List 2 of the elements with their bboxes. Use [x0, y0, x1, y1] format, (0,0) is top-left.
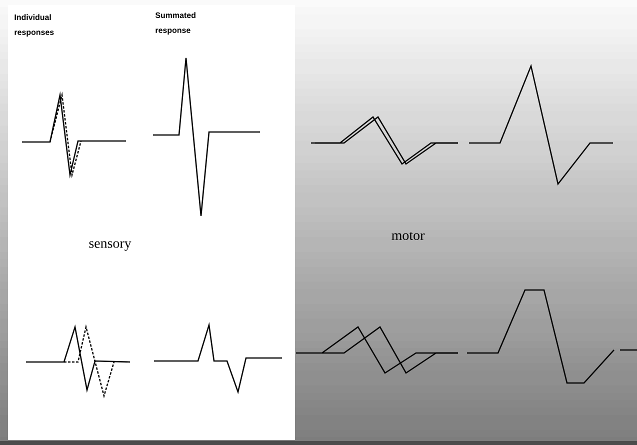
label: sensory [89, 241, 132, 251]
label: motor [392, 232, 425, 240]
